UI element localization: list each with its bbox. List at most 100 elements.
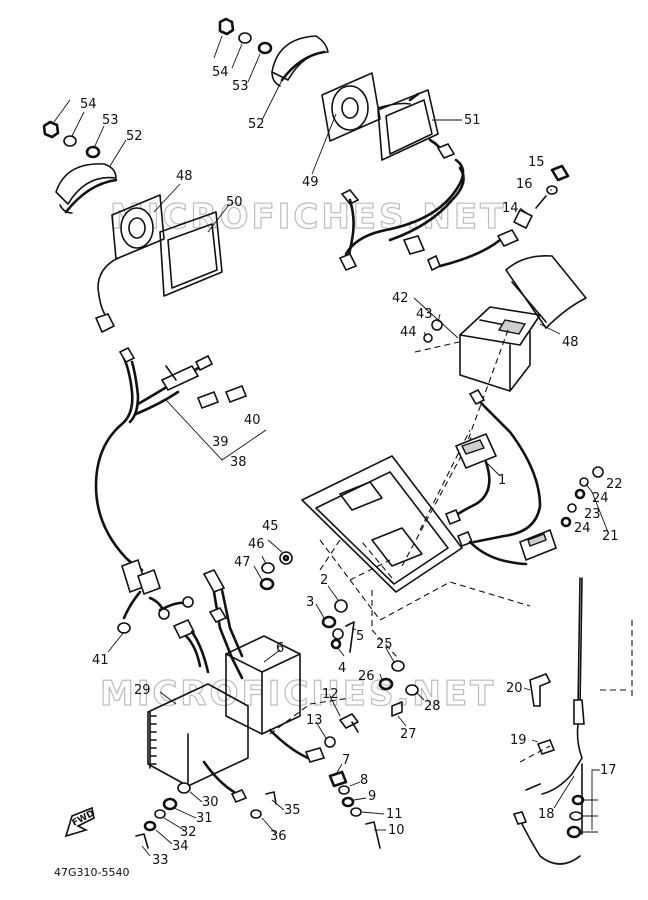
grommet-42[interactable]: [431, 319, 443, 331]
callout-labels: 54 53 52 54 53 52 48 50 49 51 15 16 14 4…: [54, 65, 623, 879]
callout-45: 46: [248, 537, 265, 552]
left-speaker-assembly[interactable]: [42, 120, 223, 334]
callout-5: 5: [356, 629, 364, 644]
callout-30: 30: [202, 795, 219, 810]
washer-9[interactable]: [341, 796, 355, 808]
callout-34: 34: [172, 839, 189, 854]
speaker-48-left[interactable]: [111, 194, 165, 260]
collar-7[interactable]: [328, 770, 348, 788]
washer-53-right[interactable]: [238, 32, 252, 44]
callout-27: 27: [400, 727, 417, 742]
antenna-clip-20[interactable]: [529, 672, 552, 707]
bolt-5[interactable]: [345, 621, 355, 653]
washer-13[interactable]: [324, 736, 336, 748]
nut-54-right[interactable]: [218, 17, 235, 36]
washer-46[interactable]: [259, 577, 275, 591]
relay-21[interactable]: [519, 528, 557, 562]
washer-24a[interactable]: [574, 488, 586, 500]
collar-23[interactable]: [567, 503, 577, 513]
collar-26[interactable]: [378, 677, 394, 691]
callout-41: 42: [392, 291, 409, 306]
wire-harness-left[interactable]: [94, 346, 267, 634]
rectifier-29[interactable]: [147, 683, 249, 787]
nut-54-left[interactable]: [42, 120, 60, 139]
callout-17: 17: [600, 763, 617, 778]
ground-terminal-40c[interactable]: [182, 596, 194, 608]
right-speaker-assembly[interactable]: [218, 17, 570, 272]
battery-cover-47[interactable]: [505, 254, 587, 329]
speaker-gasket-49[interactable]: [159, 211, 223, 297]
bolt-35[interactable]: [265, 791, 277, 805]
nut-22[interactable]: [592, 466, 604, 478]
callout-19: 19: [510, 733, 527, 748]
speaker-cover-51-left[interactable]: [55, 163, 117, 205]
bolt-33[interactable]: [135, 833, 149, 849]
grommet-17c[interactable]: [566, 825, 582, 839]
cdi-unit-6[interactable]: [225, 635, 301, 735]
callout-35: 35: [284, 803, 301, 818]
fasteners-middle[interactable]: [259, 551, 419, 748]
grommet-30[interactable]: [177, 782, 191, 794]
speaker-48-right[interactable]: [321, 72, 381, 142]
speaker-cover-51-right[interactable]: [271, 35, 329, 81]
forward-direction-arrow: FWD: [64, 806, 96, 838]
washer-52-right[interactable]: [257, 41, 273, 55]
speaker-connector-left[interactable]: [94, 313, 116, 334]
callout-53-left: 54: [80, 97, 97, 112]
callout-44: 45: [262, 519, 279, 534]
collar-45[interactable]: [261, 562, 275, 574]
watermark-bottom: MICROFICHES.NET: [100, 674, 496, 714]
callout-48-left: 48: [176, 169, 193, 184]
battery-box-assembly[interactable]: [414, 254, 587, 392]
callout-51-top: 52: [248, 117, 265, 132]
washer-34[interactable]: [143, 820, 157, 832]
callout-49: 50: [226, 195, 243, 210]
grommet-8[interactable]: [338, 785, 350, 795]
washer-52-left[interactable]: [85, 145, 101, 159]
callout-42: 43: [416, 307, 433, 322]
callout-15: 15: [528, 155, 545, 170]
washer-32[interactable]: [154, 809, 166, 819]
antenna-rod[interactable]: [577, 577, 581, 709]
collar-11[interactable]: [350, 807, 362, 817]
watermark-top: MICROFICHES.NET: [110, 197, 506, 237]
fasteners-bottom[interactable]: [135, 770, 381, 849]
grommet-2[interactable]: [334, 599, 348, 613]
bolt-27[interactable]: [391, 701, 403, 717]
speaker-gasket-50[interactable]: [377, 89, 439, 161]
fuse-38[interactable]: [196, 390, 220, 410]
bolt-10[interactable]: [365, 821, 381, 849]
callout-8: 8: [360, 773, 368, 788]
callout-25: 25: [376, 637, 393, 652]
speaker-connector-right[interactable]: [436, 143, 456, 159]
ground-terminal-40a[interactable]: [117, 622, 131, 634]
fuse-39[interactable]: [224, 384, 248, 404]
washer-28[interactable]: [405, 684, 419, 696]
bolt-19[interactable]: [537, 739, 555, 755]
nut-4[interactable]: [330, 638, 342, 650]
control-units[interactable]: [147, 568, 326, 804]
grommet-44[interactable]: [279, 551, 293, 565]
grommet-17b[interactable]: [569, 811, 583, 821]
antenna-assembly[interactable]: [512, 577, 633, 865]
bolt-12[interactable]: [339, 713, 359, 729]
callout-48-top: 49: [302, 175, 319, 190]
callout-39: 40: [244, 413, 261, 428]
callout-4: 4: [338, 661, 346, 676]
bolt-15[interactable]: [550, 164, 570, 182]
grommet-25[interactable]: [391, 660, 405, 672]
callout-3: 3: [306, 595, 314, 610]
callout-33: 33: [152, 853, 169, 868]
callout-52-left: 53: [102, 113, 119, 128]
collar-31[interactable]: [162, 797, 178, 811]
callout-21: 21: [602, 529, 619, 544]
fuse-holder[interactable]: [160, 364, 200, 392]
callout-47: 48: [562, 335, 579, 350]
relay-assembly[interactable]: [444, 388, 604, 566]
callout-46: 47: [234, 555, 251, 570]
washer-53-left[interactable]: [63, 135, 77, 147]
callout-18: 18: [538, 807, 555, 822]
collar-3[interactable]: [321, 615, 337, 629]
washer-36[interactable]: [250, 809, 262, 819]
washer-24b[interactable]: [560, 516, 572, 528]
